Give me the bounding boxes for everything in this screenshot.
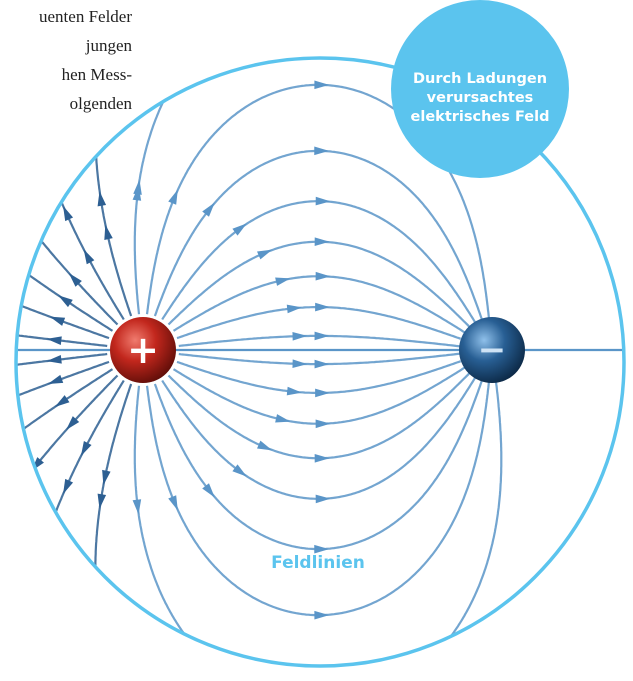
field-arrow xyxy=(83,249,95,265)
field-arrow xyxy=(292,332,308,341)
field-line xyxy=(153,380,483,551)
negative-charge-sphere xyxy=(459,317,525,383)
intro-text-line: jungen xyxy=(85,36,132,55)
field-lines-caption: Feldlinien xyxy=(271,553,365,573)
field-arrow xyxy=(46,336,62,345)
field-arrow xyxy=(168,495,178,511)
field-line xyxy=(16,326,108,348)
intro-text-line: olgenden xyxy=(69,94,132,113)
field-arrow xyxy=(0,293,4,302)
plus-charge-icon: + xyxy=(127,328,159,372)
field-line xyxy=(16,374,119,523)
field-arrow xyxy=(232,464,247,477)
field-arrow xyxy=(97,191,107,207)
field-line xyxy=(167,240,471,328)
field-arrow xyxy=(132,185,142,201)
positive-charge-sphere xyxy=(110,317,176,383)
field-arrow xyxy=(80,441,92,457)
field-arrow xyxy=(314,610,330,620)
field-arrow xyxy=(16,258,21,271)
field-arrow xyxy=(257,440,273,451)
field-arrow xyxy=(275,277,291,286)
field-arrow xyxy=(132,499,142,515)
callout-text: Durch Ladungen verursachtes elektrisches… xyxy=(410,70,550,125)
diagram-border-circle xyxy=(14,56,626,668)
field-arrow xyxy=(275,414,291,423)
field-arrow xyxy=(315,388,330,398)
field-arrow xyxy=(314,146,330,156)
field-arrow xyxy=(168,189,178,205)
negative-charge: − xyxy=(459,317,525,383)
field-line xyxy=(94,383,133,656)
field-line xyxy=(16,368,114,469)
field-arrow xyxy=(97,493,107,509)
field-arrow xyxy=(315,419,331,429)
field-arrow xyxy=(202,202,215,217)
field-line xyxy=(167,372,471,460)
field-arrow xyxy=(286,386,302,396)
field-arrow xyxy=(314,544,330,554)
field-arrow xyxy=(16,429,21,442)
intro-text: uenten Felder jungen hen Mess- olgenden xyxy=(0,0,150,150)
field-arrow xyxy=(314,453,330,463)
field-line xyxy=(30,379,125,585)
field-arrow xyxy=(66,416,80,431)
field-arrow xyxy=(315,196,331,206)
callout-bubble: Durch Ladungen verursachtes elektrisches… xyxy=(391,0,569,178)
field-arrow xyxy=(0,398,4,407)
field-arrow xyxy=(54,395,70,407)
field-arrow xyxy=(104,224,113,241)
field-arrow xyxy=(292,359,308,368)
field-arrow xyxy=(47,374,64,385)
field-arrow xyxy=(314,237,330,247)
field-line xyxy=(153,149,483,320)
minus-charge-icon: − xyxy=(478,330,507,370)
intro-text-line: hen Mess- xyxy=(61,65,132,84)
field-arrow xyxy=(202,483,215,498)
field-arrow xyxy=(257,249,273,260)
field-arrow xyxy=(63,205,74,222)
intro-text-line: uenten Felder xyxy=(39,7,132,26)
field-arrow xyxy=(49,316,66,326)
field-lines xyxy=(0,58,624,666)
field-arrow xyxy=(102,469,111,486)
field-line xyxy=(133,58,263,315)
field-arrow xyxy=(286,304,302,314)
field-line xyxy=(133,382,503,666)
field-arrow xyxy=(314,359,330,369)
field-arrow xyxy=(133,179,142,195)
field-arrow xyxy=(58,295,73,308)
field-arrow xyxy=(232,223,247,236)
field-line xyxy=(35,133,125,321)
field-arrow xyxy=(63,478,74,495)
field-arrow xyxy=(315,271,331,281)
field-arrow xyxy=(46,355,62,364)
field-line xyxy=(16,282,110,340)
field-line xyxy=(16,352,108,374)
field-arrow xyxy=(314,80,330,90)
field-arrow xyxy=(315,494,331,504)
field-arrow xyxy=(314,331,330,341)
positive-charge: + xyxy=(110,317,176,383)
field-line xyxy=(16,360,110,420)
field-arrow xyxy=(315,302,330,312)
field-arrow xyxy=(68,272,82,287)
field-line xyxy=(16,237,114,332)
